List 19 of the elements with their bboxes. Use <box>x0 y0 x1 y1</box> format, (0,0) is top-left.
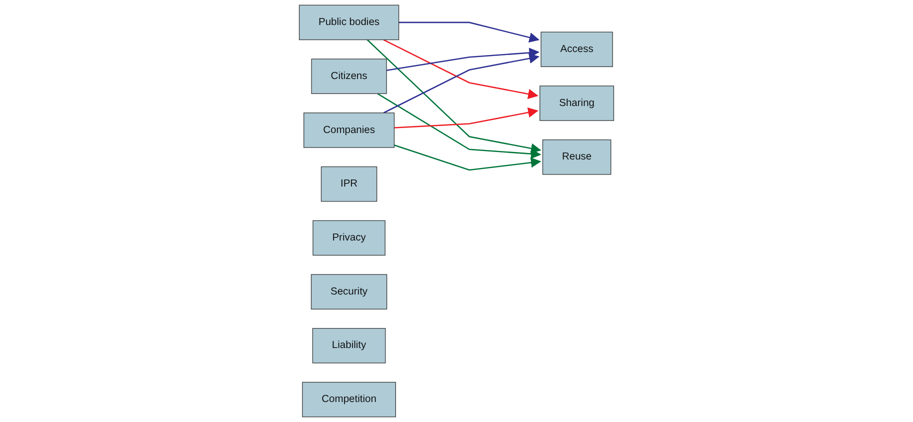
arrow <box>383 53 540 114</box>
node-box: Access <box>540 32 613 68</box>
node-box: Reuse <box>542 140 612 175</box>
arrow <box>394 144 542 171</box>
node-box: Companies <box>304 112 395 148</box>
node-box: Public bodies <box>298 4 400 40</box>
node-box: IPR <box>320 166 378 202</box>
node-box: Citizens <box>311 58 387 94</box>
arrow <box>377 93 542 159</box>
node-box: Liability <box>312 328 386 364</box>
node-box: Sharing <box>540 86 614 121</box>
arrow <box>366 39 542 154</box>
arrow <box>398 22 540 43</box>
node-box: Privacy <box>312 220 386 256</box>
arrow <box>394 107 538 128</box>
arrow <box>386 48 540 71</box>
node-box: Competition <box>302 382 396 418</box>
arrow <box>383 39 538 100</box>
node-box: Security <box>310 274 388 310</box>
